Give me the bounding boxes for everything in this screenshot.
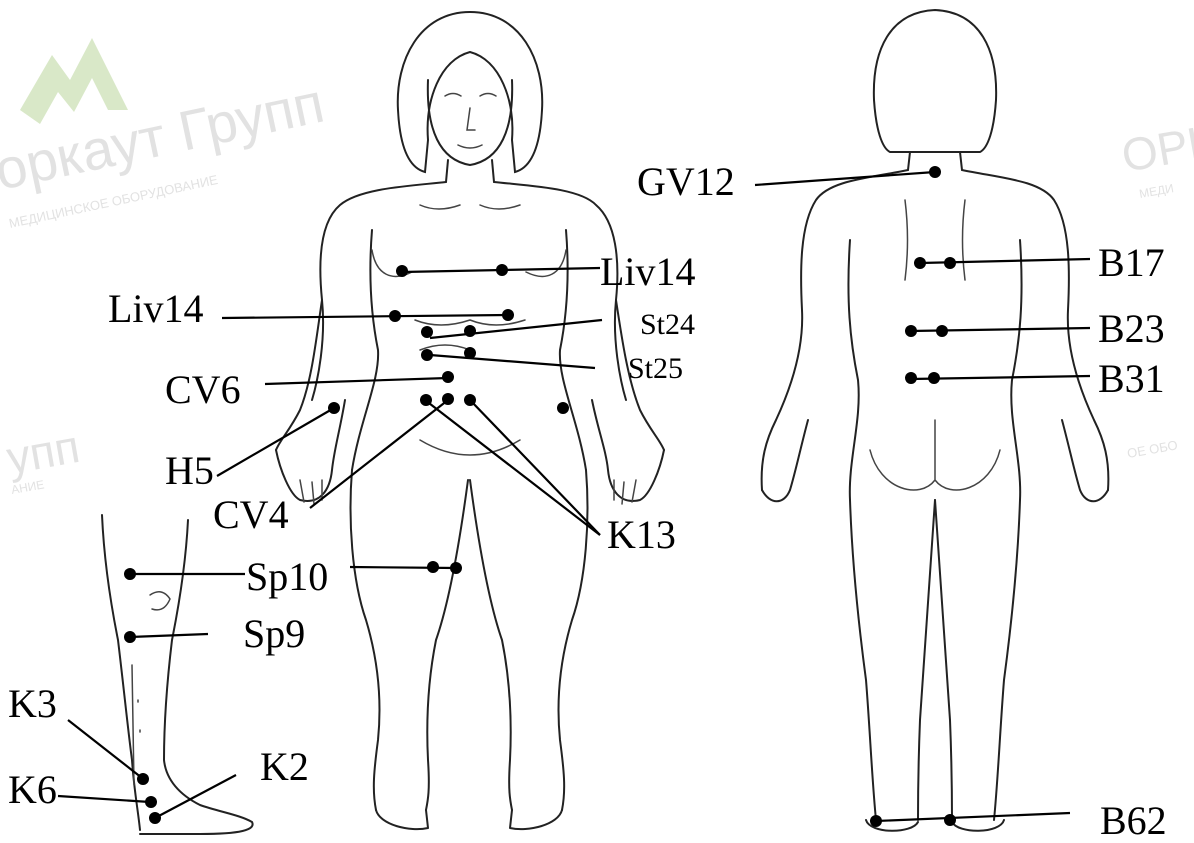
leader-sp10-front (350, 567, 456, 568)
point-sp10-inset (124, 568, 136, 580)
watermark-sub-right-2: ОЕ ОБО (1126, 437, 1179, 461)
point-b31-b (928, 372, 940, 384)
point-k2 (149, 812, 161, 824)
point-liv14-b (496, 264, 508, 276)
label-cv6: CV6 (165, 367, 241, 412)
leader-h5 (217, 408, 334, 476)
point-sp10-a (427, 561, 439, 573)
label-liv14-left: Liv14 (108, 286, 204, 331)
leader-liv14-left (222, 315, 508, 318)
point-k13-a (420, 394, 432, 406)
leader-cv6 (265, 378, 448, 384)
watermark-sub-right: МЕДИ (1138, 181, 1175, 201)
point-h5-b (557, 402, 569, 414)
point-cv4 (442, 393, 454, 405)
point-liv14-d (502, 309, 514, 321)
point-b62-b (944, 814, 956, 826)
point-st24-b (464, 325, 476, 337)
label-b31: B31 (1098, 356, 1165, 401)
point-k13-b (464, 394, 476, 406)
label-b17: B17 (1098, 240, 1165, 285)
watermark-brand-right: ОРК (1118, 114, 1194, 181)
label-k2: K2 (260, 744, 309, 789)
point-b17-a (914, 257, 926, 269)
label-sp9: Sp9 (243, 611, 305, 656)
label-h5: H5 (165, 448, 214, 493)
label-gv12: GV12 (637, 159, 735, 204)
point-b31-a (905, 372, 917, 384)
label-k13: K13 (607, 512, 676, 557)
point-liv14-a (396, 265, 408, 277)
label-st25: St25 (628, 352, 683, 385)
leader-sp9 (130, 634, 208, 637)
point-st24-a (421, 326, 433, 338)
point-h5-a (328, 402, 340, 414)
point-gv12 (929, 166, 941, 178)
leader-st25 (430, 355, 595, 368)
label-b23: B23 (1098, 306, 1165, 351)
point-b23-b (936, 325, 948, 337)
label-cv4: CV4 (213, 492, 289, 537)
label-sp10: Sp10 (246, 554, 328, 599)
leader-k13-b (470, 400, 600, 535)
point-st25-b (464, 347, 476, 359)
front-body-figure (276, 12, 664, 829)
label-liv14-right: Liv14 (600, 249, 696, 294)
label-b62: B62 (1100, 798, 1167, 838)
back-body-figure (762, 10, 1109, 831)
point-liv14-c (389, 310, 401, 322)
point-k6 (145, 796, 157, 808)
point-cv6 (442, 371, 454, 383)
point-st25-a (421, 349, 433, 361)
label-k3: K3 (8, 681, 57, 726)
leader-cv4 (310, 400, 448, 508)
label-st24: St24 (640, 308, 695, 341)
point-b17-b (944, 257, 956, 269)
point-k3 (137, 773, 149, 785)
point-b23-a (905, 325, 917, 337)
leader-b62 (876, 813, 1070, 821)
leg-inset-figure (102, 515, 253, 834)
label-k6: K6 (8, 767, 57, 812)
point-sp9 (124, 631, 136, 643)
point-b62-a (870, 815, 882, 827)
watermark-brand-mid: упп (3, 420, 84, 484)
point-sp10-b (450, 562, 462, 574)
watermark-logo-left (20, 38, 128, 124)
